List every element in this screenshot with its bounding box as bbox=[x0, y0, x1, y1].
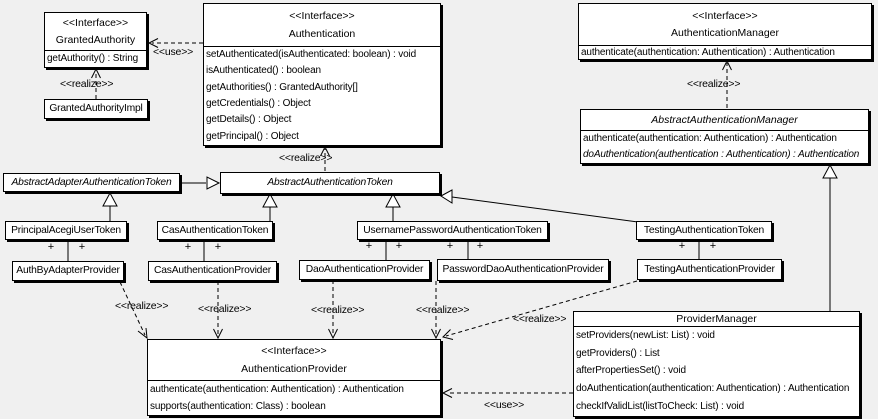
class-provider-manager[interactable]: ProviderManager setProviders(newList: Li… bbox=[573, 311, 860, 417]
method: getAuthority() : String bbox=[47, 53, 139, 64]
class-name: PasswordDaoAuthenticationProvider bbox=[442, 264, 604, 275]
realize-edge-label: <<realize>> bbox=[416, 304, 470, 316]
stereotype-label: <<Interface>> bbox=[62, 17, 129, 30]
association-end-plus: + bbox=[678, 240, 686, 252]
class-name: TestingAuthenticationProvider bbox=[644, 263, 775, 275]
method: doAuthentication(authentication : Authen… bbox=[583, 149, 860, 160]
class-cas-authentication-provider[interactable]: CasAuthenticationProvider bbox=[148, 261, 277, 281]
methods-compartment: authenticate(authentication: Authenticat… bbox=[579, 45, 871, 59]
class-cas-authentication-token[interactable]: CasAuthenticationToken bbox=[157, 221, 273, 240]
use-edge-label: <<use>> bbox=[484, 399, 525, 411]
method: getCredentials() : Object bbox=[206, 98, 311, 110]
class-granted-authority[interactable]: <<Interface>> GrantedAuthority getAuthor… bbox=[44, 12, 147, 68]
association-end-plus: + bbox=[214, 241, 222, 253]
methods-compartment: authenticate(authentication: Authenticat… bbox=[581, 130, 868, 163]
method: setProviders(newList: List) : void bbox=[576, 329, 715, 341]
class-password-dao-authentication-provider[interactable]: PasswordDaoAuthenticationProvider bbox=[437, 259, 609, 281]
association-end-plus: + bbox=[78, 241, 86, 253]
association-edges bbox=[67, 240, 700, 261]
realize-edge-label: <<realize>> bbox=[311, 304, 365, 316]
class-username-password-authentication-token[interactable]: UsernamePasswordAuthenticationToken bbox=[357, 221, 548, 240]
method: doAuthentication(authentication: Authent… bbox=[576, 383, 850, 395]
method: getProviders() : List bbox=[576, 347, 660, 359]
class-authentication-manager[interactable]: <<Interface>> AuthenticationManager auth… bbox=[578, 3, 872, 60]
association-end-plus: + bbox=[184, 241, 192, 253]
methods-compartment: getAuthority() : String bbox=[45, 50, 146, 67]
class-name: GrantedAuthority bbox=[55, 33, 136, 46]
realize-edge-label: <<realize>> bbox=[687, 78, 741, 90]
class-granted-authority-impl[interactable]: GrantedAuthorityImpl bbox=[44, 99, 148, 119]
association-end-plus: + bbox=[395, 240, 403, 252]
method: authenticate(authentication: Authenticat… bbox=[583, 133, 837, 144]
class-testing-authentication-token[interactable]: TestingAuthenticationToken bbox=[636, 221, 772, 240]
method: getPrincipal() : Object bbox=[206, 130, 299, 142]
method: isAuthenticated() : boolean bbox=[206, 65, 321, 77]
class-authentication[interactable]: <<Interface>> Authentication setAuthenti… bbox=[203, 3, 441, 146]
class-name: AbstractAuthenticationToken bbox=[267, 177, 393, 188]
method: supports(authentication: Class) : boolea… bbox=[150, 400, 326, 412]
class-dao-authentication-provider[interactable]: DaoAuthenticationProvider bbox=[299, 260, 430, 280]
class-principal-acegi-user-token[interactable]: PrincipalAcegiUserToken bbox=[5, 221, 127, 240]
class-abstract-authentication-manager[interactable]: AbstractAuthenticationManager authentica… bbox=[580, 109, 869, 164]
class-abstract-authentication-token[interactable]: AbstractAuthenticationToken bbox=[220, 172, 440, 194]
stereotype-label: <<Interface>> bbox=[692, 9, 758, 22]
class-name: GrantedAuthorityImpl bbox=[49, 103, 143, 114]
class-header: <<Interface>> Authentication bbox=[204, 4, 440, 46]
class-abstract-adapter-authentication-token[interactable]: AbstractAdapterAuthenticationToken bbox=[3, 173, 180, 192]
class-name: AbstractAdapterAuthenticationToken bbox=[11, 176, 172, 188]
association-end-plus: + bbox=[709, 240, 717, 252]
class-name: ProviderManager bbox=[676, 313, 757, 325]
class-header: <<Interface>> GrantedAuthority bbox=[45, 13, 146, 50]
association-end-plus: + bbox=[47, 241, 55, 253]
class-name: AbstractAuthenticationManager bbox=[651, 114, 798, 126]
class-name: CasAuthenticationProvider bbox=[154, 265, 271, 276]
association-end-plus: + bbox=[446, 240, 454, 252]
class-header: AbstractAuthenticationManager bbox=[581, 110, 868, 130]
methods-compartment: setAuthenticated(isAuthenticated: boolea… bbox=[204, 46, 440, 145]
method: authenticate(authentication: Authenticat… bbox=[581, 46, 835, 58]
class-name: AuthByAdapterProvider bbox=[16, 265, 120, 276]
class-header: ProviderManager bbox=[574, 312, 859, 326]
method: setAuthenticated(isAuthenticated: boolea… bbox=[206, 49, 417, 61]
association-end-plus: + bbox=[476, 240, 484, 252]
generalization-edges bbox=[102, 163, 838, 311]
method: getDetails() : Object bbox=[206, 114, 292, 126]
class-name: AuthenticationProvider bbox=[241, 362, 347, 375]
stereotype-label: <<Interface>> bbox=[261, 345, 327, 358]
class-auth-by-adapter-provider[interactable]: AuthByAdapterProvider bbox=[12, 261, 124, 281]
use-edge-label: <<use>> bbox=[153, 46, 194, 58]
realize-edge-label: <<realize>> bbox=[279, 152, 333, 164]
class-name: PrincipalAcegiUserToken bbox=[11, 224, 121, 236]
method: getAuthorities() : GrantedAuthority[] bbox=[206, 81, 358, 93]
methods-compartment: authenticate(authentication: Authenticat… bbox=[148, 380, 440, 415]
class-name: UsernamePasswordAuthenticationToken bbox=[363, 224, 542, 236]
class-name: AuthenticationManager bbox=[671, 27, 779, 40]
method: checkIfValidList(listToCheck: List) : vo… bbox=[576, 401, 745, 413]
method: authenticate(authentication: Authenticat… bbox=[150, 383, 404, 395]
class-name: TestingAuthenticationToken bbox=[643, 224, 765, 236]
stereotype-label: <<Interface>> bbox=[289, 10, 355, 22]
class-name: CasAuthenticationToken bbox=[161, 224, 269, 236]
association-end-plus: + bbox=[365, 240, 373, 252]
dependency-edges bbox=[91, 38, 732, 398]
class-name: Authentication bbox=[288, 28, 356, 40]
class-name: DaoAuthenticationProvider bbox=[305, 264, 424, 275]
realize-edge-label: <<realize>> bbox=[513, 313, 567, 325]
realize-edge-label: <<realize>> bbox=[115, 300, 169, 312]
class-header: <<Interface>> AuthenticationManager bbox=[579, 4, 871, 45]
class-header: <<Interface>> AuthenticationProvider bbox=[148, 340, 440, 380]
methods-compartment: setProviders(newList: List) : void getPr… bbox=[574, 326, 859, 416]
realize-edge-label: <<realize>> bbox=[60, 78, 114, 90]
realize-edge-label: <<realize>> bbox=[198, 303, 252, 315]
class-testing-authentication-provider[interactable]: TestingAuthenticationProvider bbox=[637, 259, 782, 280]
class-authentication-provider[interactable]: <<Interface>> AuthenticationProvider aut… bbox=[147, 339, 441, 416]
method: afterPropertiesSet() : void bbox=[576, 365, 686, 377]
